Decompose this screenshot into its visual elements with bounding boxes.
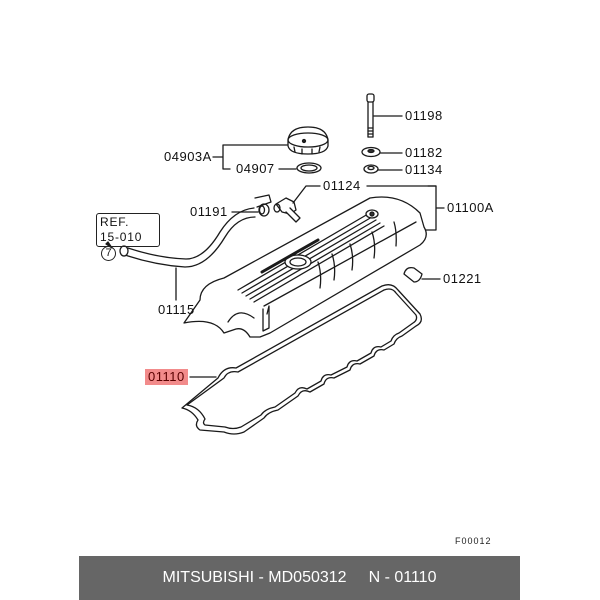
caption-brand-part-number: MITSUBISHI - MD050312 (162, 569, 347, 586)
callout-04903A[interactable]: 04903A (164, 149, 212, 164)
caption-bar: MITSUBISHI - MD050312 N - 01110 (79, 556, 520, 600)
reference-label: REF. (100, 215, 130, 229)
callout-01191[interactable]: 01191 (190, 204, 228, 219)
gasket-icon (181, 284, 422, 435)
breather-fitting-icon (273, 197, 301, 223)
callout-04907[interactable]: 04907 (236, 161, 275, 176)
plug-icon (403, 266, 441, 283)
callout-01100A[interactable]: 01100A (447, 200, 494, 215)
rocker-cover-icon (183, 196, 427, 338)
reference-page-number: 15-010 (100, 230, 143, 244)
callout-01134[interactable]: 01134 (405, 162, 443, 177)
caption-position-number: N - 01110 (368, 569, 437, 586)
reference-box[interactable]: REF. 15-010 7 (96, 213, 160, 261)
callout-01198[interactable]: 01198 (405, 108, 443, 123)
callout-01182[interactable]: 01182 (405, 145, 443, 160)
callout-01221[interactable]: 01221 (443, 271, 482, 286)
callout-01110-highlighted[interactable]: 01110 (145, 369, 188, 385)
grommet-icon (363, 164, 403, 174)
reference-page: 15-010 7 (100, 230, 156, 261)
callout-01115[interactable]: 01115 (158, 302, 195, 317)
exploded-parts-drawing (105, 93, 445, 435)
oil-filler-cap-icon (287, 126, 329, 155)
callout-01124[interactable]: 01124 (323, 178, 361, 193)
figure-code: F00012 (455, 536, 492, 546)
bolt-icon (366, 93, 403, 138)
reference-circled-number: 7 (101, 246, 116, 261)
o-ring-icon (296, 162, 322, 174)
washer-icon (361, 146, 403, 158)
breather-hose-icon (119, 194, 272, 268)
